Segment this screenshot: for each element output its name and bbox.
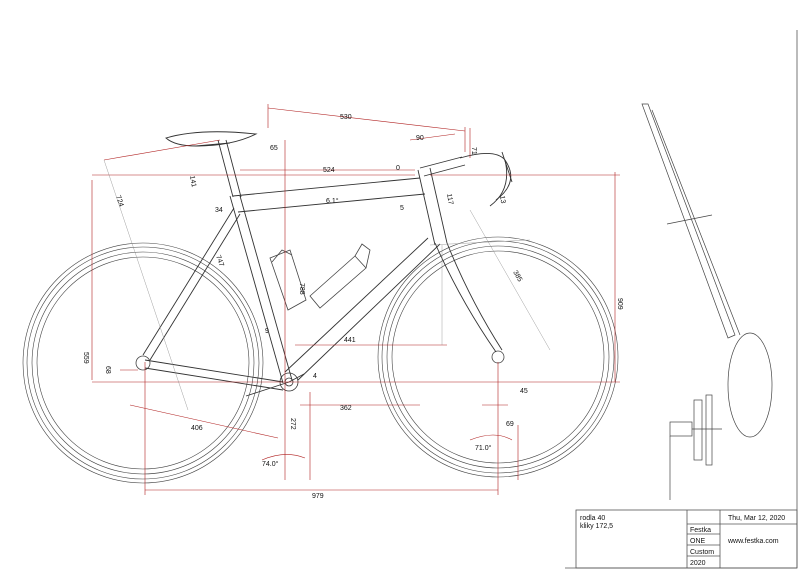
dim-385: 385 xyxy=(511,270,523,284)
sheet-border xyxy=(565,30,798,569)
brand-name: Festka xyxy=(690,527,711,534)
year-label: 2020 xyxy=(690,560,706,567)
dim-117: 117 xyxy=(445,193,454,205)
dim-61: 6.1° xyxy=(326,197,339,205)
water-bottles xyxy=(269,243,371,311)
dim-710: 71.0° xyxy=(475,444,492,452)
dim-788: 788 xyxy=(298,283,305,295)
dim-406: 406 xyxy=(191,425,203,432)
dimension-labels: 530 90 71 65 0 524 141 724 34 6.1° 5 117… xyxy=(82,114,623,500)
dim-69: 69 xyxy=(506,421,514,428)
crankset xyxy=(245,372,305,397)
dim-0: 0 xyxy=(396,165,400,172)
website: www.festka.com xyxy=(727,538,779,545)
drawing-date: Thu, Mar 12, 2020 xyxy=(728,515,785,522)
dim-71: 71 xyxy=(470,147,477,155)
dim-65: 65 xyxy=(270,145,278,152)
dim-362: 362 xyxy=(340,405,352,412)
dim-45: 45 xyxy=(520,388,528,395)
saddle xyxy=(165,131,258,147)
title-block-text: rodla 40 kliky 172,5 Thu, Mar 12, 2020 F… xyxy=(580,515,785,567)
front-view-crank xyxy=(669,394,722,500)
note-rodla: rodla 40 xyxy=(580,515,605,522)
front-view-wheel xyxy=(641,103,741,339)
custom-label: Custom xyxy=(690,549,714,556)
dim-747: 747 xyxy=(214,254,225,267)
title-block xyxy=(575,509,798,569)
dim-272: 272 xyxy=(289,418,296,430)
dim-68: 68 xyxy=(104,366,111,374)
dim-524: 524 xyxy=(323,167,335,174)
dim-909: 909 xyxy=(616,298,623,310)
model-name: ONE xyxy=(690,538,706,545)
dim-740: 74.0° xyxy=(262,460,279,468)
construction-lines xyxy=(103,159,551,411)
dim-13: 13 xyxy=(498,195,506,204)
dim-559: 559 xyxy=(82,352,89,364)
dimension-lines xyxy=(91,104,620,495)
dim-34: 34 xyxy=(215,207,223,214)
dim-441: 441 xyxy=(344,337,356,344)
dim-979: 979 xyxy=(312,493,324,500)
dim-90: 90 xyxy=(416,135,424,142)
dim-530: 530 xyxy=(340,114,352,121)
dim-5: 5 xyxy=(400,205,404,212)
dim-4: 4 xyxy=(313,373,317,380)
dim-9: 9 xyxy=(265,328,269,335)
dim-724: 724 xyxy=(114,194,124,207)
rear-wheel xyxy=(22,242,264,484)
note-kliky: kliky 172,5 xyxy=(580,523,613,530)
bike-frame xyxy=(142,139,503,391)
stem-and-handlebar xyxy=(419,151,513,207)
dim-141: 141 xyxy=(188,175,197,188)
front-view-tire xyxy=(727,332,773,438)
